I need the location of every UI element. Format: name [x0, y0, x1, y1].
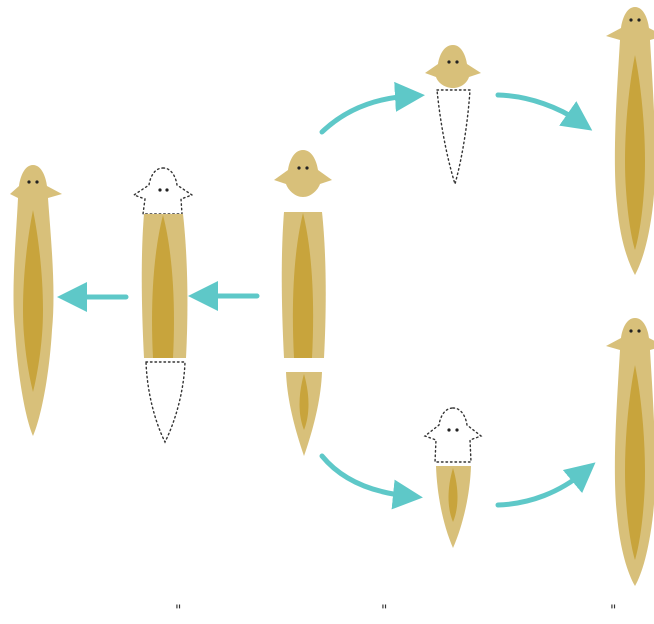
- trunk-fragment-regenerating: [134, 168, 192, 442]
- bottom-mark-3: ": [610, 604, 616, 618]
- bottom-mark-1: ": [175, 604, 181, 618]
- cut-worm-center: [274, 150, 332, 456]
- bottom-mark-2: ": [381, 604, 387, 618]
- head-fragment-regenerating: [425, 45, 481, 184]
- arrow-down-right-top: [498, 95, 580, 122]
- arrow-up-right: [322, 96, 410, 132]
- arrow-down-right: [322, 456, 408, 496]
- regenerated-worm-top-right: [606, 7, 654, 275]
- regenerated-worm-left: [10, 165, 62, 436]
- tail-fragment-regenerating: [425, 408, 481, 548]
- arrow-up-right-bottom: [498, 472, 584, 505]
- regenerated-worm-bottom-right: [606, 318, 654, 586]
